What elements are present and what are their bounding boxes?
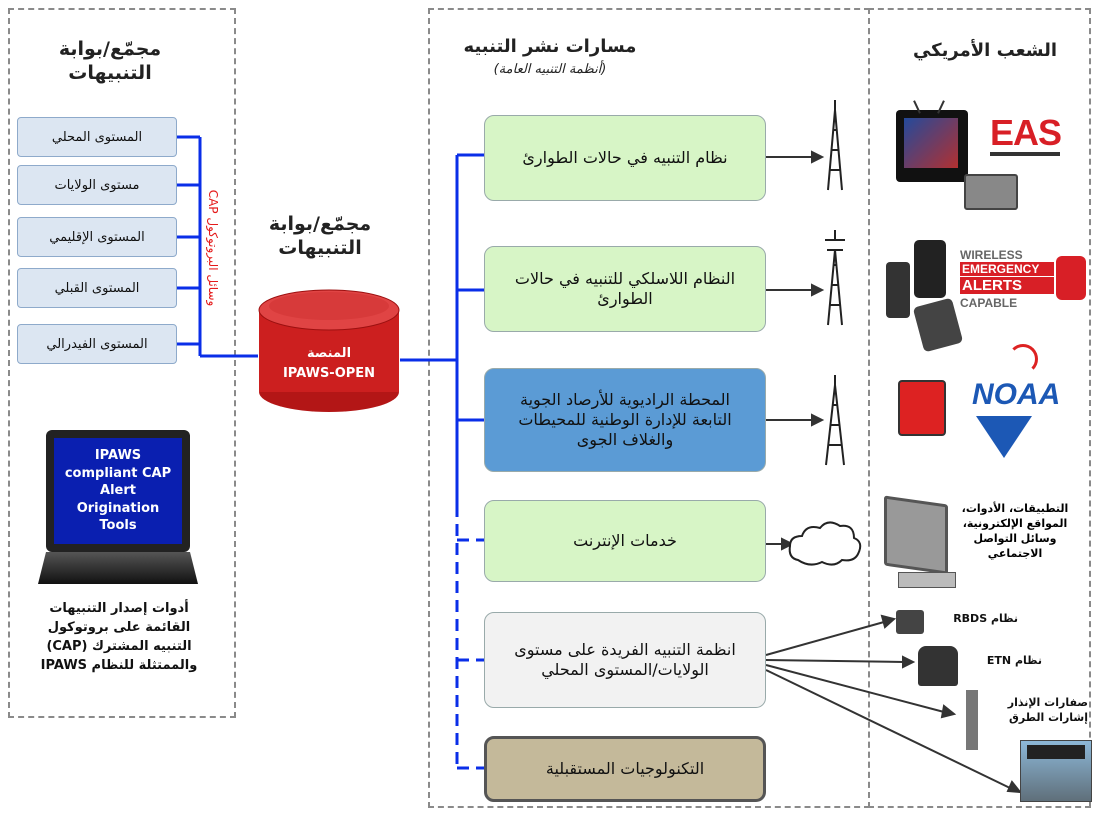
tools-caption: أدوات إصدار التنبيهات القائمة على بروتوك… bbox=[40, 601, 198, 673]
public-title: الشعب الأمريكي bbox=[912, 40, 1058, 61]
path-wea[interactable]: النظام اللاسلكي للتنبيه في حالات الطوارئ bbox=[484, 246, 766, 332]
path-noaa-radio[interactable]: المحطة الراديوية للأرصاد الجوية التابعة … bbox=[484, 368, 766, 472]
telephone-icon bbox=[918, 646, 958, 686]
noaa-logo: NOAA bbox=[972, 344, 1060, 464]
laptop-screen-text: IPAWS compliant CAP Alert Origination To… bbox=[54, 438, 182, 544]
ipaws-open-platform[interactable]: المنصة IPAWS-OPEN bbox=[258, 288, 400, 416]
paths-title: مسارات نشر التنبيه bbox=[463, 36, 637, 57]
path-eas[interactable]: نظام التنبيه في حالات الطوارئ bbox=[484, 115, 766, 201]
sirens-label: صفارات الإنذار إشارات الطرق bbox=[1007, 696, 1088, 724]
level-regional[interactable]: المستوى الإقليمي bbox=[17, 217, 177, 257]
path-state-local[interactable]: انظمة التنبيه الفريدة على مستوى الولايات… bbox=[484, 612, 766, 708]
path-future-tech[interactable]: التكنولوجيات المستقبلية bbox=[484, 736, 766, 802]
cloud-icon bbox=[788, 521, 862, 566]
platform-label: المنصة bbox=[306, 346, 352, 361]
rbds-label: نظام RBDS bbox=[953, 612, 1018, 625]
level-tribal[interactable]: المستوى القبلي bbox=[17, 268, 177, 308]
road-sign-icon bbox=[1020, 740, 1092, 802]
level-states[interactable]: مستوى الولايات bbox=[17, 165, 177, 205]
eas-logo-text: EAS bbox=[990, 112, 1062, 153]
siren-pole-icon bbox=[966, 690, 978, 750]
path-internet[interactable]: خدمات الإنترنت bbox=[484, 500, 766, 582]
laptop-icon: IPAWS compliant CAP Alert Origination To… bbox=[38, 430, 198, 588]
computer-monitor-icon bbox=[884, 495, 956, 592]
wea-logo: WIRELESS EMERGENCY ALERTS CAPABLE bbox=[960, 248, 1088, 316]
level-federal[interactable]: المستوى الفيدرالي bbox=[17, 324, 177, 364]
left-panel bbox=[8, 8, 236, 718]
wea-signal-icon bbox=[1056, 256, 1086, 300]
tv-icon bbox=[896, 100, 968, 182]
wea-line-2: EMERGENCY bbox=[960, 262, 1054, 276]
wea-line-3: ALERTS bbox=[960, 277, 1054, 294]
noaa-logo-text: NOAA bbox=[972, 378, 1061, 411]
radio-small-icon bbox=[964, 174, 1018, 210]
paths-subtitle: (أنظمة التنبيه العامة) bbox=[493, 62, 607, 77]
cap-protocol-label: وسائل البروتوكول CAP bbox=[206, 189, 220, 307]
level-local[interactable]: المستوى المحلي bbox=[17, 117, 177, 157]
weather-radio-icon bbox=[898, 380, 946, 436]
platform-name: IPAWS-OPEN bbox=[282, 366, 376, 381]
center-title: مجمّع/بوابة التنبيهات bbox=[268, 213, 372, 259]
left-panel-title: مجمّع/بوابة التنبيهات bbox=[58, 38, 162, 84]
mobile-phones-icon bbox=[884, 240, 964, 353]
public-panel bbox=[868, 8, 1091, 808]
eas-logo: EAS bbox=[990, 112, 1090, 166]
apps-label: التطبيقات، الأدوات، المواقع الإلكترونية،… bbox=[961, 502, 1069, 560]
wea-line-1: WIRELESS bbox=[960, 248, 1023, 262]
etn-label: نظام ETN bbox=[986, 654, 1042, 667]
rbds-radio-icon bbox=[896, 610, 924, 634]
wea-line-4: CAPABLE bbox=[960, 296, 1018, 310]
